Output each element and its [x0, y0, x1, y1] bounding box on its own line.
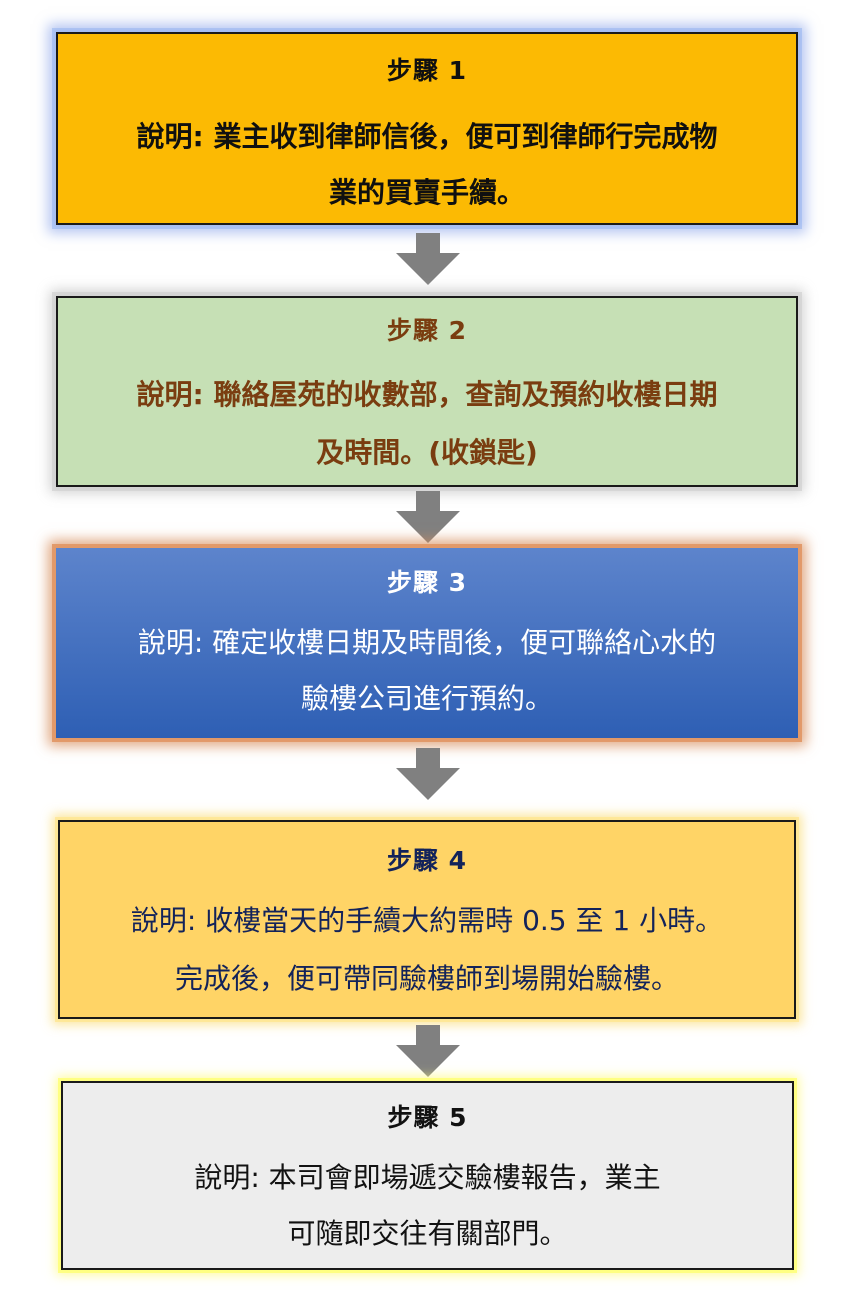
step-3-box: 步驟 3 說明: 確定收樓日期及時間後，便可聯絡心水的 驗樓公司進行預約。 — [56, 548, 798, 738]
step-5-box: 步驟 5 說明: 本司會即場遞交驗樓報告，業主 可隨即交往有關部門。 — [61, 1081, 794, 1270]
step-5-description-line-2: 可隨即交往有關部門。 — [287, 1217, 568, 1250]
down-arrow-icon — [396, 491, 460, 543]
step-4-box: 步驟 4 說明: 收樓當天的手續大約需時 0.5 至 1 小時。 完成後，便可帶… — [58, 820, 796, 1019]
step-3-description-line-2: 驗樓公司進行預約。 — [300, 682, 553, 715]
step-4-title: 步驟 4 — [386, 846, 468, 875]
step-2-title: 步驟 2 — [386, 316, 468, 345]
down-arrow-icon — [396, 748, 460, 800]
step-3-title: 步驟 3 — [386, 568, 468, 597]
step-2-description-line-1: 說明: 聯絡屋苑的收數部，查詢及預約收樓日期 — [136, 378, 718, 411]
step-4-description-line-1: 說明: 收樓當天的手續大約需時 0.5 至 1 小時。 — [130, 904, 724, 937]
step-2-description-line-2: 及時間。(收鎖匙) — [316, 436, 538, 469]
down-arrow-icon — [396, 233, 460, 285]
step-4-description-line-2: 完成後，便可帶同驗樓師到場開始驗樓。 — [174, 962, 679, 995]
down-arrow-icon — [396, 1025, 460, 1077]
step-1-title: 步驟 1 — [386, 56, 468, 85]
step-2-box: 步驟 2 說明: 聯絡屋苑的收數部，查詢及預約收樓日期 及時間。(收鎖匙) — [56, 296, 798, 487]
step-1-box: 步驟 1 說明: 業主收到律師信後，便可到律師行完成物 業的買賣手續。 — [56, 32, 798, 225]
step-1-description-line-2: 業的買賣手續。 — [328, 176, 525, 209]
step-5-title: 步驟 5 — [387, 1103, 468, 1132]
step-5-description-line-1: 說明: 本司會即場遞交驗樓報告，業主 — [194, 1161, 661, 1194]
step-3-description-line-1: 說明: 確定收樓日期及時間後，便可聯絡心水的 — [137, 626, 717, 659]
step-1-description-line-1: 說明: 業主收到律師信後，便可到律師行完成物 — [136, 120, 718, 153]
